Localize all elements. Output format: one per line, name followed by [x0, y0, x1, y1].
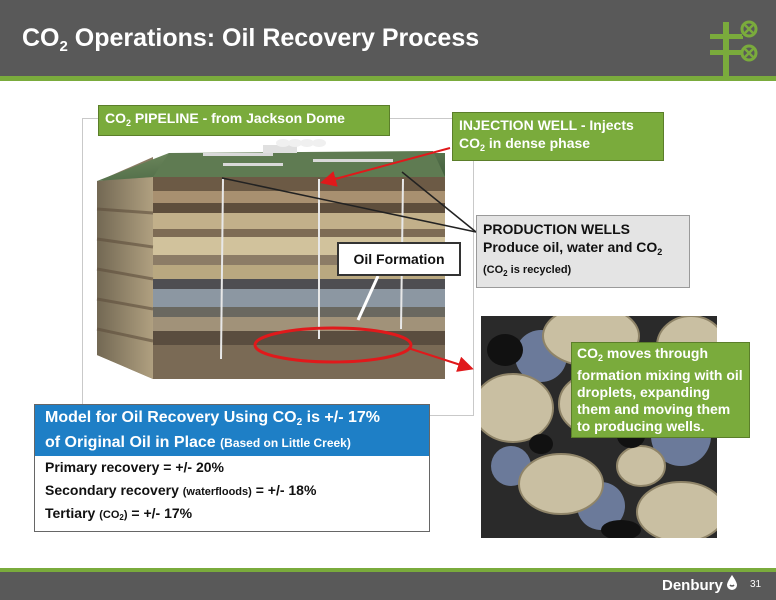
tertiary-recovery: Tertiary (CO2) = +/- 17%: [45, 505, 193, 522]
header-accent-line: [0, 76, 776, 81]
secondary-recovery: Secondary recovery (waterfloods) = +/- 1…: [45, 482, 317, 498]
footer-bar: [0, 572, 776, 600]
oil-formation-label: Oil Formation: [337, 242, 461, 276]
oil-drop-icon: [727, 575, 737, 590]
primary-recovery: Primary recovery = +/- 20%: [45, 459, 225, 475]
brand-name: Denbury: [662, 577, 723, 594]
header-bar: [0, 0, 776, 76]
footer-accent-line: [0, 568, 776, 572]
recovery-model-box: Model for Oil Recovery Using CO2 is +/- …: [34, 404, 430, 532]
page-title: CO2 Operations: Oil Recovery Process: [22, 24, 480, 55]
page-number: 31: [750, 579, 762, 590]
surface-facilities: [203, 139, 393, 166]
pipeline-callout: CO2 PIPELINE - from Jackson Dome: [98, 105, 390, 136]
oil-formation-highlight: [253, 326, 413, 364]
wellhead-logo-icon: [710, 20, 758, 76]
production-wells-callout: PRODUCTION WELLS Produce oil, water and …: [476, 215, 690, 288]
co2-movement-callout: CO2 moves through formation mixing with …: [571, 342, 750, 438]
injection-well-callout: INJECTION WELL - Injects CO2 in dense ph…: [452, 112, 664, 161]
strata-layers: [153, 177, 445, 379]
model-heading: Model for Oil Recovery Using CO2 is +/- …: [35, 405, 429, 456]
